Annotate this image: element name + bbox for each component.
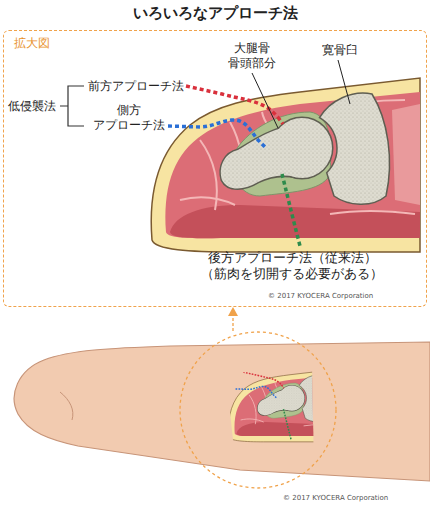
cross-section bbox=[151, 78, 420, 252]
zoom-arrow bbox=[232, 314, 233, 331]
group-label: 低侵襲法 bbox=[8, 99, 56, 114]
part-label: 寛骨臼 bbox=[322, 43, 358, 58]
leader-line bbox=[252, 73, 278, 128]
approach-label: 後方アプローチ法（従来法） （筋肉を切開する必要がある） bbox=[197, 250, 387, 283]
knee-crease bbox=[60, 392, 73, 420]
diagram-title: いろいろなアプローチ法 bbox=[0, 4, 430, 23]
copyright-note: © 2017 KYOCERA Corporation bbox=[268, 292, 373, 301]
approach-label: 前方アプローチ法 bbox=[88, 79, 184, 94]
leg bbox=[14, 342, 430, 481]
mini-section bbox=[229, 369, 342, 442]
copyright-note: © 2017 KYOCERA Corporation bbox=[283, 494, 388, 503]
part-label: 大腿骨 骨頭部分 bbox=[222, 41, 282, 71]
box-heading: 拡大図 bbox=[14, 36, 50, 51]
approach-label: 側方 アプローチ法 bbox=[92, 103, 165, 133]
zoom-box: 拡大図 bbox=[3, 30, 427, 307]
cross-section-small bbox=[229, 369, 342, 442]
zoom-circle bbox=[180, 332, 336, 488]
bracket bbox=[60, 86, 84, 126]
leader-line bbox=[338, 60, 350, 104]
zoom-arrowhead bbox=[228, 307, 238, 316]
